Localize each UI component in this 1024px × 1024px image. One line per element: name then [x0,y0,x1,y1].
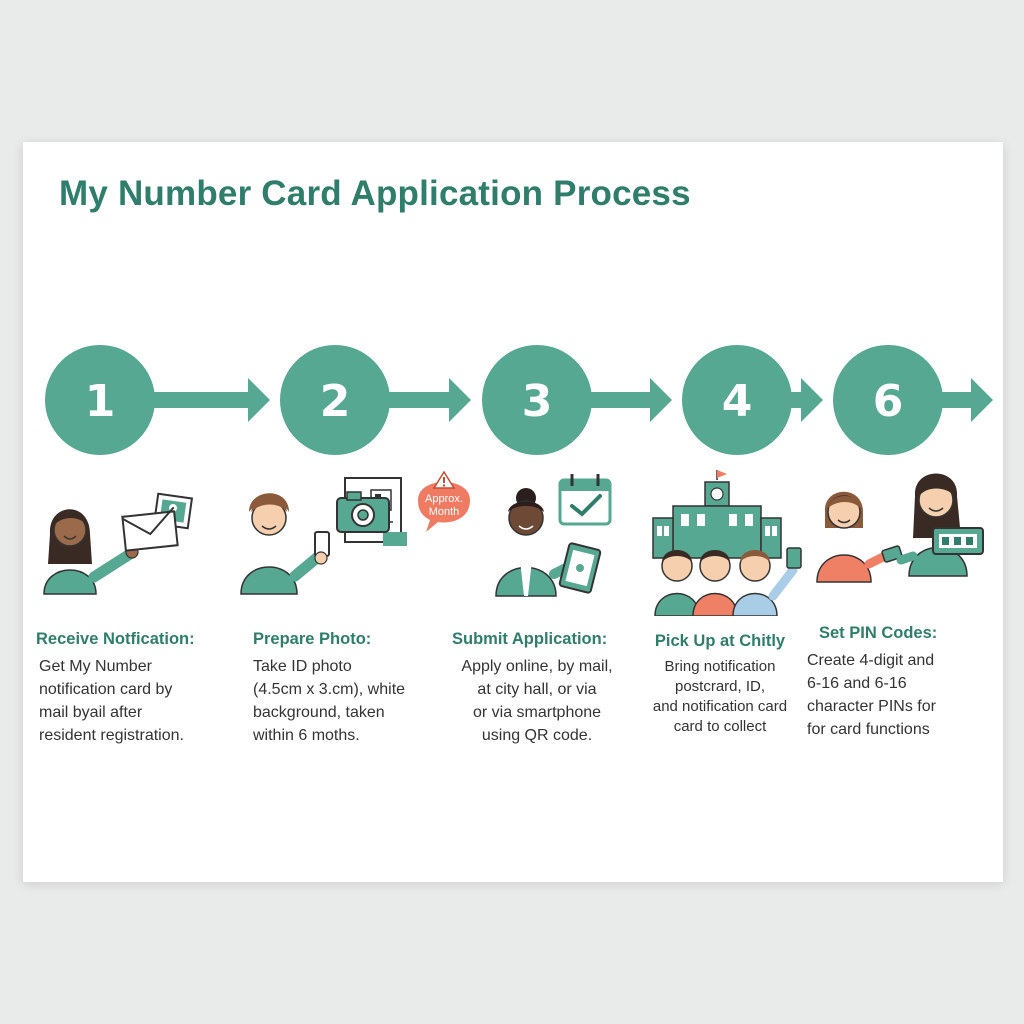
step-3-illustration: Approx. Month [418,470,612,597]
family-icon [654,550,798,616]
step-1-text: Receive Notfication: Get My Number notif… [36,630,221,747]
woman-icon [896,473,968,577]
step-4-circle [682,345,792,455]
arrow-2-icon [378,378,471,422]
city-hall-icon [652,470,782,559]
approx-month-badge: Approx. Month [418,470,470,532]
step-3-node: 3 [482,345,672,455]
step-1-node: 1 [45,345,270,455]
step-3-description: Apply online, by mail, at city hall, or … [461,658,613,744]
step-2-description: Take ID photo (4.5cm x 3.cm), white back… [253,658,406,744]
step-2-text: Prepare Photo: Take ID photo (4.5cm x 3.… [253,630,438,747]
card-icon [786,547,802,569]
step-3-heading: Submit Application: [452,630,608,648]
step-5-illustration [816,473,984,583]
page-title: My Number Card Application Process [59,174,691,213]
arrow-5-icon [928,378,993,422]
camera-icon [336,491,390,533]
step-4-text: Pick Up at Chitly Bring notification pos… [645,632,795,737]
woman-icon [43,509,139,595]
step-1-heading: Receive Notfication: [36,630,195,648]
warning-icon [432,470,456,489]
badge-line-1: Approx. [425,493,463,505]
step-5-text: Set PIN Codes: Create 4-digit and 6-16 a… [807,624,987,741]
pin-keypad-icon [932,527,984,555]
calendar-check-icon [558,474,612,526]
envelope-icon [121,506,179,552]
step-1-circle [45,345,155,455]
step-3-text: Submit Application: Apply online, by mai… [447,630,627,747]
badge-line-2: Month [429,506,460,518]
step-1-illustration [43,492,194,595]
step-4-description: Bring notification postcrard, ID, and no… [652,658,788,735]
step-3-number: 3 [522,376,553,427]
arrow-3-icon [578,378,672,422]
process-flow: 1 2 3 4 6 [45,345,993,455]
step-5-circle [833,345,943,455]
step-2-number: 2 [320,376,351,427]
arrow-1-icon [148,378,270,422]
step-4-number: 4 [722,376,753,427]
smartphone-icon [314,531,330,565]
step-4-node: 4 [682,345,823,455]
step-4-heading: Pick Up at Chitly [654,632,786,650]
man-icon [240,493,325,595]
step-2-heading: Prepare Photo: [253,630,372,648]
process-card: My Number Card Application Process 1 2 3… [23,142,1003,882]
step-5-node: 6 [833,345,993,455]
arrow-4-icon [778,378,823,422]
step-5-number: 6 [873,376,904,427]
smartphone-icon [881,545,903,563]
step-2-illustration [240,477,407,595]
tablet-icon [558,542,602,594]
step-1-description: Get My Number notification card by mail … [39,658,184,744]
step-4-illustration [652,470,802,616]
step-5-description: Create 4-digit and 6-16 and 6-16 charact… [807,652,936,738]
step-2-circle [280,345,390,455]
step-1-number: 1 [85,376,116,427]
step-5-heading: Set PIN Codes: [819,624,938,642]
step-2-node: 2 [280,345,471,455]
woman-icon [816,491,890,583]
step-3-circle [482,345,592,455]
